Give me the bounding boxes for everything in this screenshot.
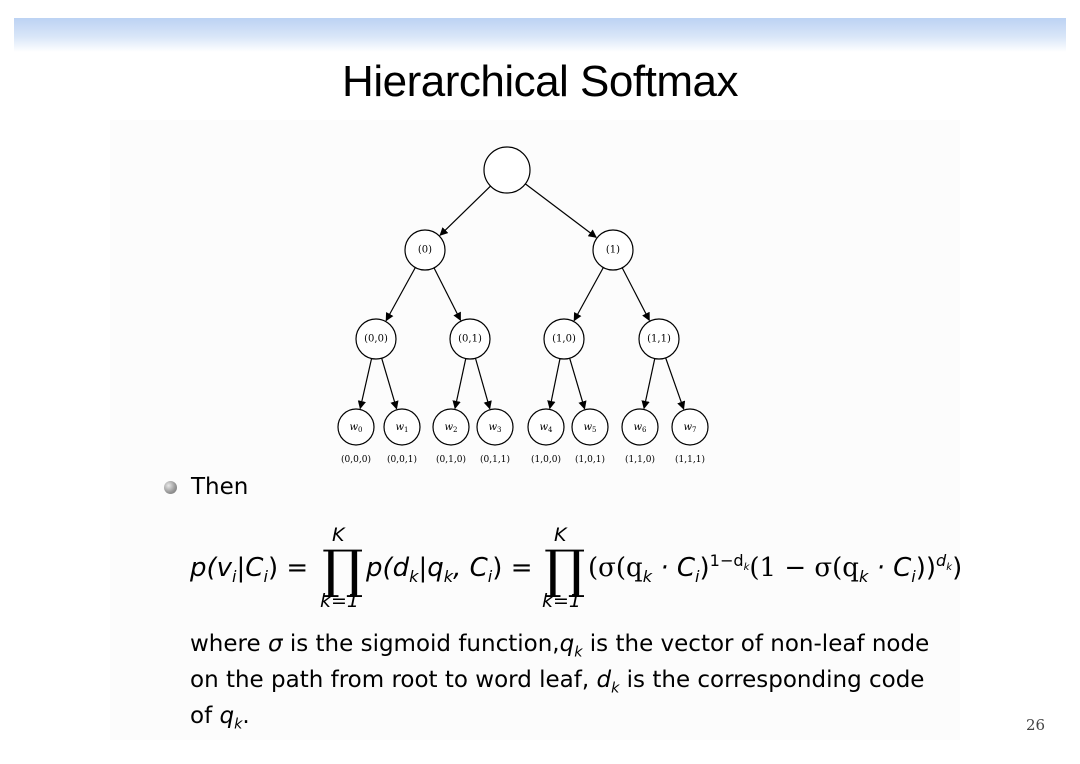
tree-nodes: (0) (1) (0,0) (0,1) (1,0) (1,1) w0 (0,0,0) w1 (0,…: [337, 146, 709, 465]
product-symbol-2: ∏: [544, 540, 586, 600]
tree-edge-root-1: [524, 183, 597, 238]
tree-node-level2-3: [638, 318, 680, 360]
tree-leaf-code-0: (0,0,0): [341, 454, 371, 465]
tree-edge-l2-0-leaf-1: [381, 358, 399, 410]
tree-node-level2-0: [355, 318, 397, 360]
tree-edge-l2-1-leaf-2: [452, 358, 467, 410]
tree-leaf-code-3: (0,1,1): [480, 454, 510, 465]
tree-leaf-word-2: w2: [444, 422, 457, 435]
tree-leaf-node-2: [432, 408, 470, 446]
tree-edge-l2-1-leaf-3: [474, 358, 492, 410]
page-number: 26: [1026, 716, 1046, 734]
product-upper-limit-2: K: [554, 524, 567, 546]
tree-root-node: [483, 146, 531, 194]
tree-leaf-word-4: w4: [539, 422, 553, 435]
tree-node-level2-1: [449, 318, 491, 360]
tree-leaf-word-0: w0: [349, 422, 362, 435]
tree-edge-root-0: [439, 185, 491, 236]
tree-leaf-code-4: (1,0,0): [531, 454, 561, 465]
tree-edge-l2-3-leaf-6: [641, 358, 656, 410]
title-band: [14, 18, 1066, 52]
equation-middle: p(dk|qk, Ci) =: [366, 553, 533, 587]
tree-leaf-node-1: [383, 408, 421, 446]
tree-leaf-node-7: [671, 408, 709, 446]
tree-edges: [357, 183, 686, 410]
tree-leaf-node-5: [571, 408, 609, 446]
tree-edge-l2-2-leaf-5: [569, 358, 587, 410]
equation-rhs: (σ(qk · Ci)1−dk(1 − σ(qk · Ci))dk): [588, 551, 963, 587]
product-lower-limit-1: k=1: [320, 590, 360, 612]
tree-node-level1-label-0: (0): [418, 245, 432, 256]
product-lower-limit-2: k=1: [542, 590, 582, 612]
slide-title: Hierarchical Softmax: [342, 57, 738, 106]
tree-leaf-word-3: w3: [488, 422, 501, 435]
tree-node-level1-0: [404, 229, 446, 271]
tree-leaf-word-5: w5: [583, 422, 596, 435]
tree-node-level2-label-0: (0,0): [364, 334, 388, 345]
tree-leaf-word-1: w1: [395, 422, 408, 435]
tree-node-level2-label-3: (1,1): [647, 334, 671, 345]
equation-lhs: p(vi|Ci) =: [190, 553, 309, 587]
tree-node-level1-label-1: (1): [606, 245, 620, 256]
tree-node-level2-2: [543, 318, 585, 360]
bullet-text: Then: [191, 474, 249, 500]
tree-edge-l1-0-l2-0: [385, 267, 416, 322]
tree-node-level2-label-1: (0,1): [458, 334, 482, 345]
tree-edge-l1-1-l2-3: [621, 267, 650, 322]
product-symbol-1: ∏: [322, 540, 364, 600]
tree-leaf-word-6: w6: [633, 422, 647, 435]
bullet-item: Then: [164, 474, 248, 500]
product-upper-limit-1: K: [332, 524, 345, 546]
tree-leaf-code-2: (0,1,0): [436, 454, 466, 465]
tree-leaf-word-7: w7: [683, 422, 696, 435]
tree-node-level2-label-2: (1,0): [552, 334, 576, 345]
tree-leaf-node-3: [476, 408, 514, 446]
tree-edge-l1-1-l2-2: [573, 267, 604, 322]
tree-leaf-code-5: (1,0,1): [575, 454, 605, 465]
tree-leaf-node-6: [621, 408, 659, 446]
tree-node-level1-1: [592, 229, 634, 271]
equation-description: where σ is the sigmoid function,qk is th…: [190, 631, 930, 733]
tree-leaf-code-1: (0,0,1): [387, 454, 417, 465]
tree-leaf-node-0: [337, 408, 375, 446]
tree-leaf-node-4: [527, 408, 565, 446]
tree-leaf-code-7: (1,1,1): [675, 454, 705, 465]
tree-edge-l2-3-leaf-7: [665, 357, 686, 410]
tree-leaf-code-6: (1,1,0): [625, 454, 655, 465]
bullet-icon: [164, 480, 177, 494]
tree-edge-l2-0-leaf-0: [357, 358, 373, 410]
tree-edge-l2-2-leaf-4: [547, 358, 561, 410]
equation: p(vi|Ci) = K ∏ k=1 p(dk|qk, Ci) = K ∏ k=…: [190, 524, 1010, 614]
tree-edge-l1-0-l2-1: [433, 267, 462, 322]
